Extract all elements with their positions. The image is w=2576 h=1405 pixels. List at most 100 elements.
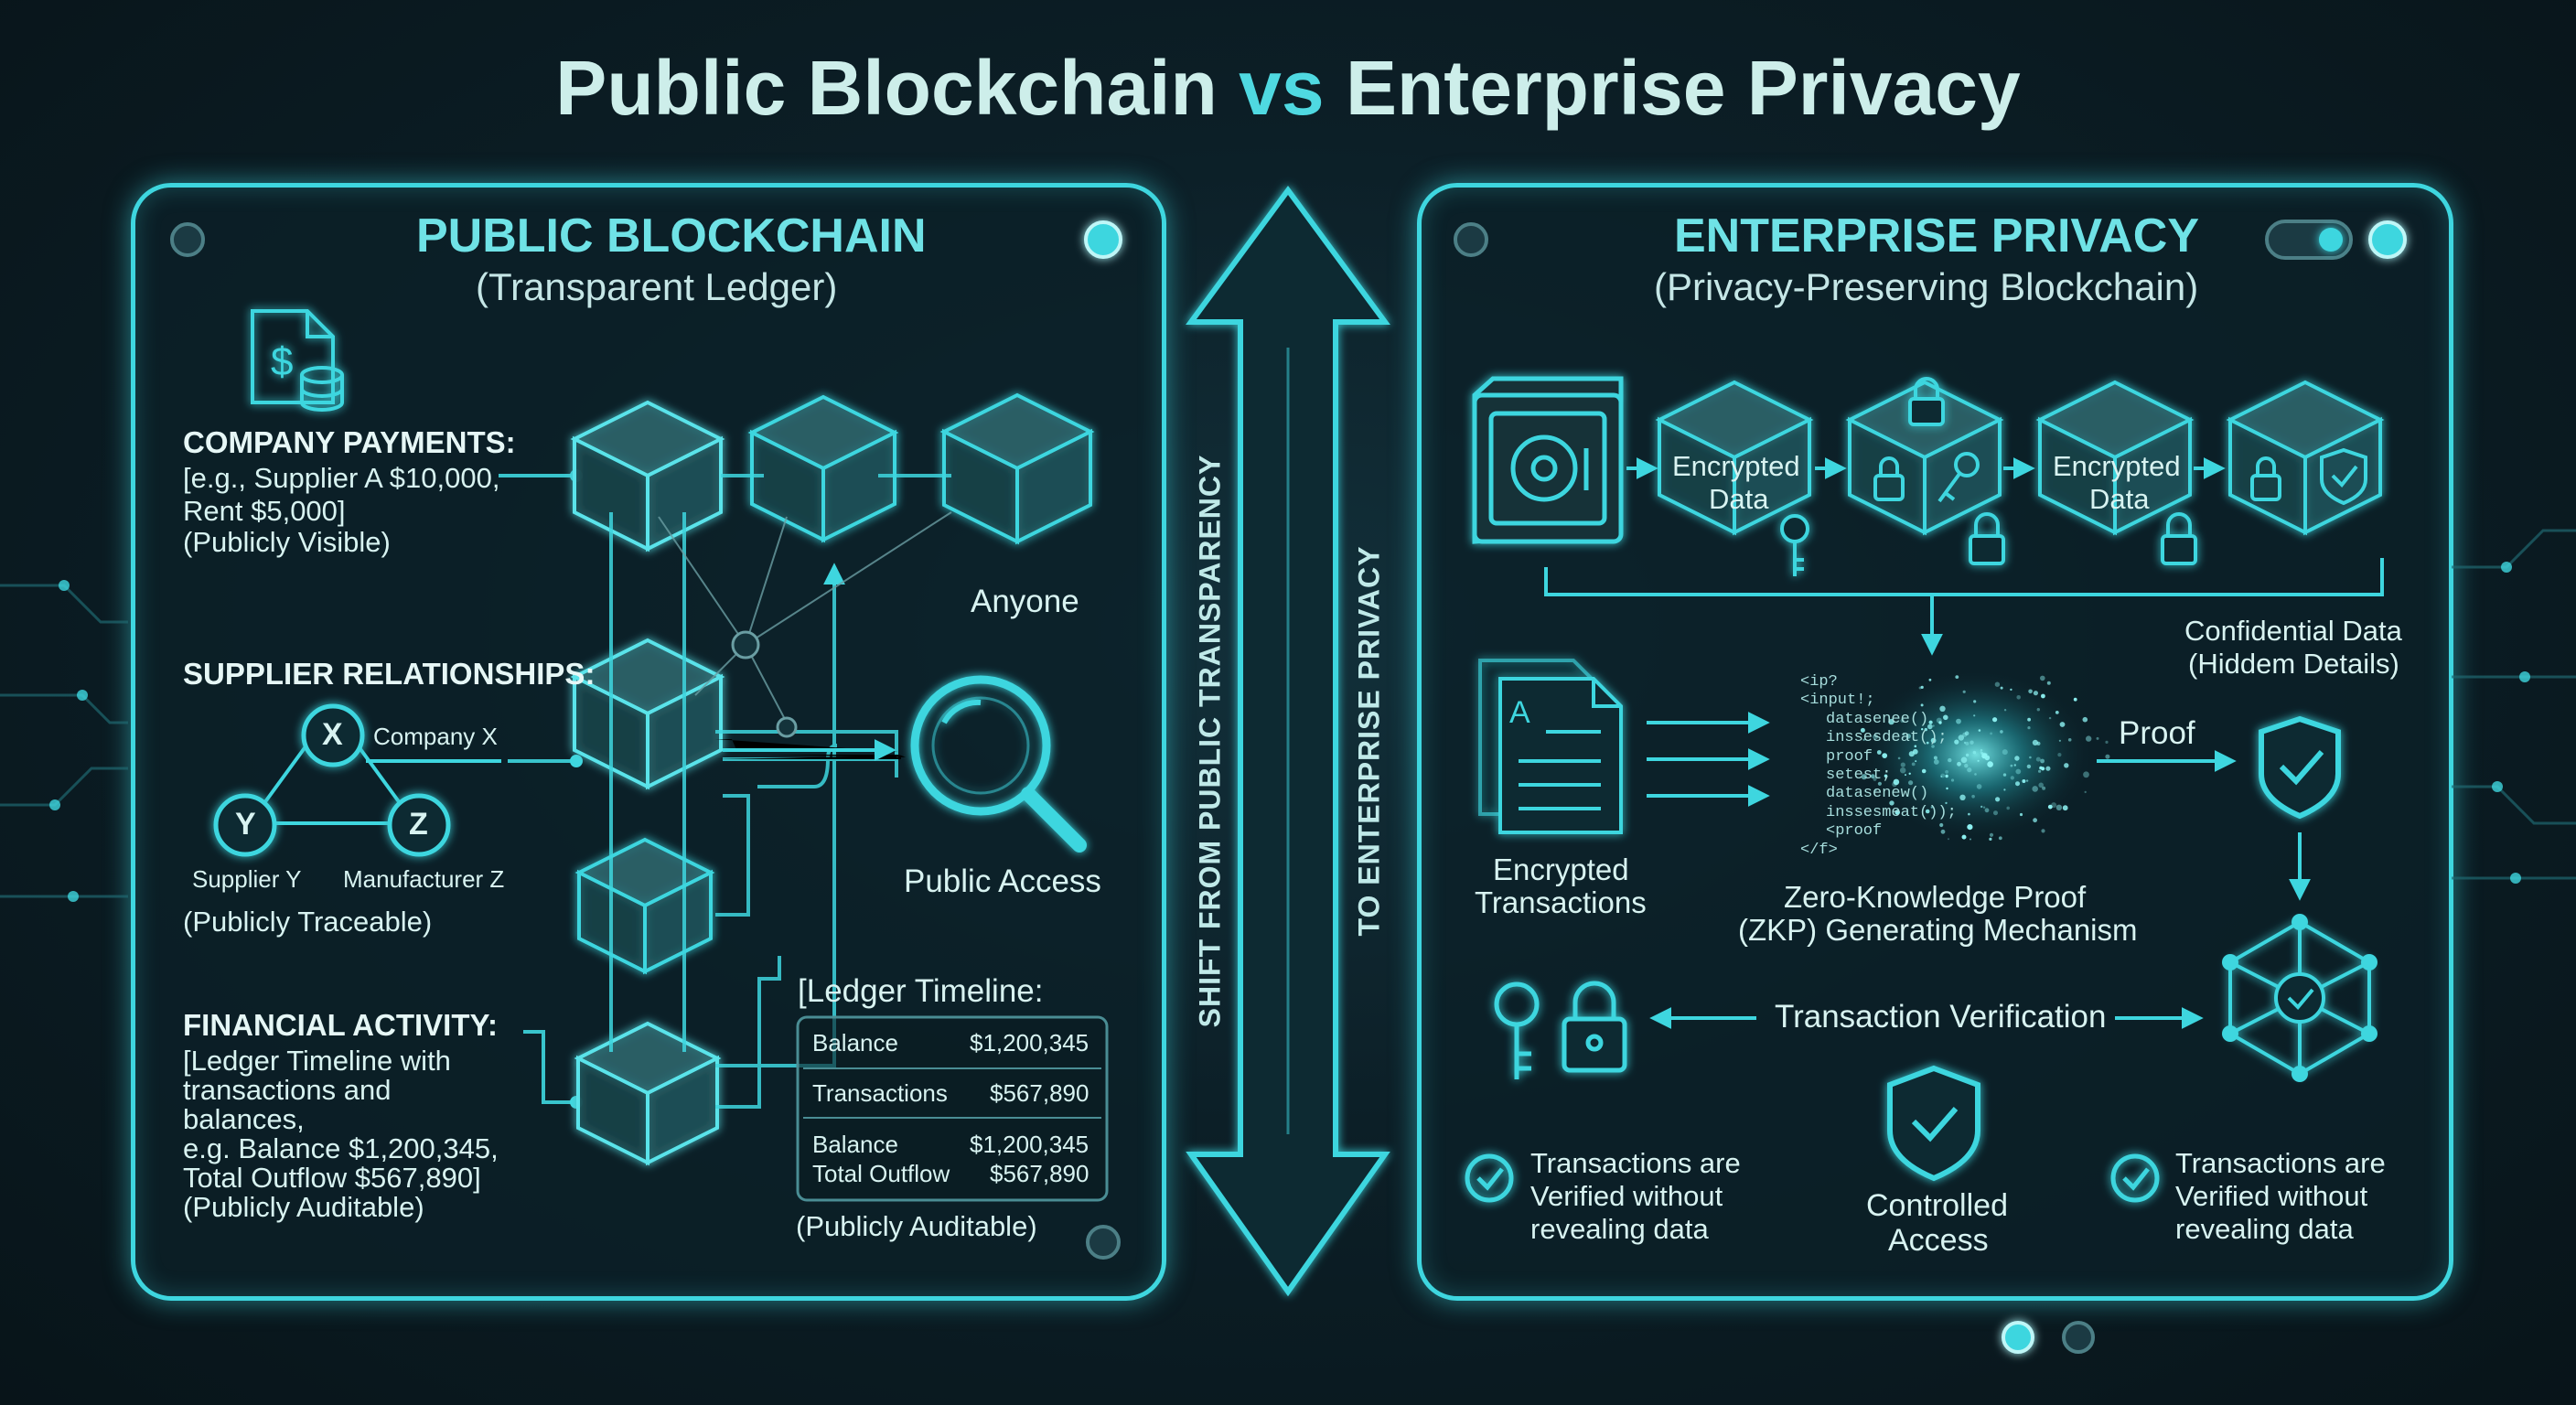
encrypted-data-1-l1: Encrypted xyxy=(1672,450,1800,482)
financial-line1: [Ledger Timeline with xyxy=(183,1045,451,1077)
financial-line4: e.g. Balance $1,200,345, xyxy=(183,1132,499,1164)
ledger-row1-key: Balance xyxy=(812,1029,898,1056)
ledger-table xyxy=(796,1015,1109,1202)
code-line: datasenew() xyxy=(1826,785,1929,803)
zkp-particle xyxy=(2033,691,2038,696)
encryption-flow-arrows xyxy=(1544,457,2384,656)
zkp-particle xyxy=(1946,787,1948,790)
ledger-cube-1 xyxy=(570,400,725,552)
zkp-particle xyxy=(1894,810,1900,815)
zkp-particle xyxy=(1945,774,1948,778)
key-icon xyxy=(1494,981,1540,1079)
node-z-circle xyxy=(387,793,451,857)
zkp-particle xyxy=(2058,739,2061,742)
zkp-particle xyxy=(2003,709,2007,712)
panel-dot-left-3 xyxy=(1086,1225,1121,1260)
verification-network-icon xyxy=(2228,919,2371,1077)
zkp-particle xyxy=(1930,737,1937,744)
zkp-particle xyxy=(2028,689,2033,694)
financial-line2: transactions and xyxy=(183,1074,392,1106)
supplier-note: (Publicly Traceable) xyxy=(183,906,433,938)
zkp-particle xyxy=(1967,767,1972,773)
zkp-particle xyxy=(1940,773,1946,778)
zkp-particle xyxy=(2038,782,2044,788)
zkp-particle xyxy=(2041,829,2045,833)
zkp-particle xyxy=(1984,808,1990,813)
zkp-particle xyxy=(1939,822,1944,828)
encrypted-transactions-l1: Encrypted xyxy=(1493,853,1629,886)
ledger-heading: [Ledger Timeline: xyxy=(798,973,1044,1009)
confidential-l2: (Hiddem Details) xyxy=(2188,648,2399,680)
zkp-particle xyxy=(2000,686,2003,690)
ledger-cubes xyxy=(570,380,2385,1166)
zkp-particle xyxy=(1984,755,1991,761)
pager-dot-active[interactable] xyxy=(2002,1321,2034,1354)
company-payments-line2: Rent $5,000] xyxy=(183,495,346,527)
zkp-particle xyxy=(1988,761,1991,764)
zkp-particle xyxy=(2047,804,2053,810)
title-vs: vs xyxy=(1239,45,1325,131)
zkp-particle xyxy=(1933,759,1939,765)
zkp-particle xyxy=(2086,735,2092,742)
zkp-particle xyxy=(2057,753,2062,757)
zkp-particle xyxy=(1990,732,1993,735)
magnifying-glass-icon xyxy=(910,675,1087,853)
zkp-particle xyxy=(1908,780,1914,786)
zkp-particle xyxy=(1970,740,1974,745)
encrypted-data-1-l2: Data xyxy=(1709,483,1769,515)
zkp-particle xyxy=(1948,757,1952,763)
zkp-particle xyxy=(1948,838,1949,841)
zkp-l1: Zero-Knowledge Proof xyxy=(1784,880,2087,914)
panel-dot-right-2 xyxy=(2368,220,2407,259)
lock-shield-cube xyxy=(2226,380,2385,536)
zkp-particle xyxy=(1965,741,1970,745)
zkp-particle xyxy=(1861,774,1867,780)
zkp-particle xyxy=(1993,810,1998,816)
zkp-particle xyxy=(1889,800,1894,806)
encrypted-data-2-l1: Encrypted xyxy=(2053,450,2181,482)
zkp-particle xyxy=(1982,806,1986,809)
code-line: proof xyxy=(1826,747,1873,766)
financial-line3: balances, xyxy=(183,1103,305,1135)
zkp-particle xyxy=(1870,774,1875,779)
pager-dot-inactive[interactable] xyxy=(2062,1321,2095,1354)
company-x-label: Company X xyxy=(373,723,498,750)
zkp-particle xyxy=(1873,777,1877,781)
zkp-code-snippet: <ip?<input!;datasenee()inssesdeat();proo… xyxy=(1800,673,1957,860)
ledger-cube-2 xyxy=(747,394,899,543)
zkp-particle xyxy=(1928,678,1932,681)
panel-dot-left-2 xyxy=(1084,220,1122,259)
panel-dot-right-1 xyxy=(1454,222,1488,257)
zkp-particle xyxy=(1998,836,2002,841)
check-circle-left-icon xyxy=(1465,1153,1514,1203)
zkp-particle xyxy=(2033,818,2038,823)
zkp-particle xyxy=(1955,675,1959,679)
zkp-particle xyxy=(2025,779,2029,782)
zkp-particle xyxy=(1973,700,1977,703)
zkp-particle xyxy=(1980,805,1983,809)
padlock-icon xyxy=(1562,981,1627,1073)
zkp-particle xyxy=(2039,766,2043,770)
left-panel-title: PUBLIC BLOCKCHAIN xyxy=(416,209,927,263)
zkp-particle xyxy=(2045,766,2051,771)
verified-right-l3: revealing data xyxy=(2175,1213,2354,1245)
zkp-particle xyxy=(2010,776,2014,780)
zkp-particle xyxy=(1961,834,1967,840)
zkp-particle xyxy=(2084,790,2087,794)
zkp-particle xyxy=(1989,832,1994,837)
verified-right-l1: Transactions are xyxy=(2175,1147,2386,1179)
encrypted-data-cube-2 xyxy=(2035,380,2195,536)
zkp-particle xyxy=(2003,788,2006,791)
zkp-particle xyxy=(1920,685,1924,690)
zkp-particle xyxy=(1973,714,1976,717)
zkp-input-arrows xyxy=(1647,712,1770,807)
zkp-particle xyxy=(1914,745,1917,748)
zkp-particle xyxy=(2073,697,2077,702)
circuit-lines-right xyxy=(2452,529,2576,880)
zkp-particle xyxy=(2062,805,2068,811)
ledger-row4-value: $567,890 xyxy=(990,1160,1089,1187)
zkp-particle xyxy=(1995,797,2001,802)
financial-line5: Total Outflow $567,890] xyxy=(183,1162,481,1194)
zkp-particle xyxy=(1964,764,1969,768)
